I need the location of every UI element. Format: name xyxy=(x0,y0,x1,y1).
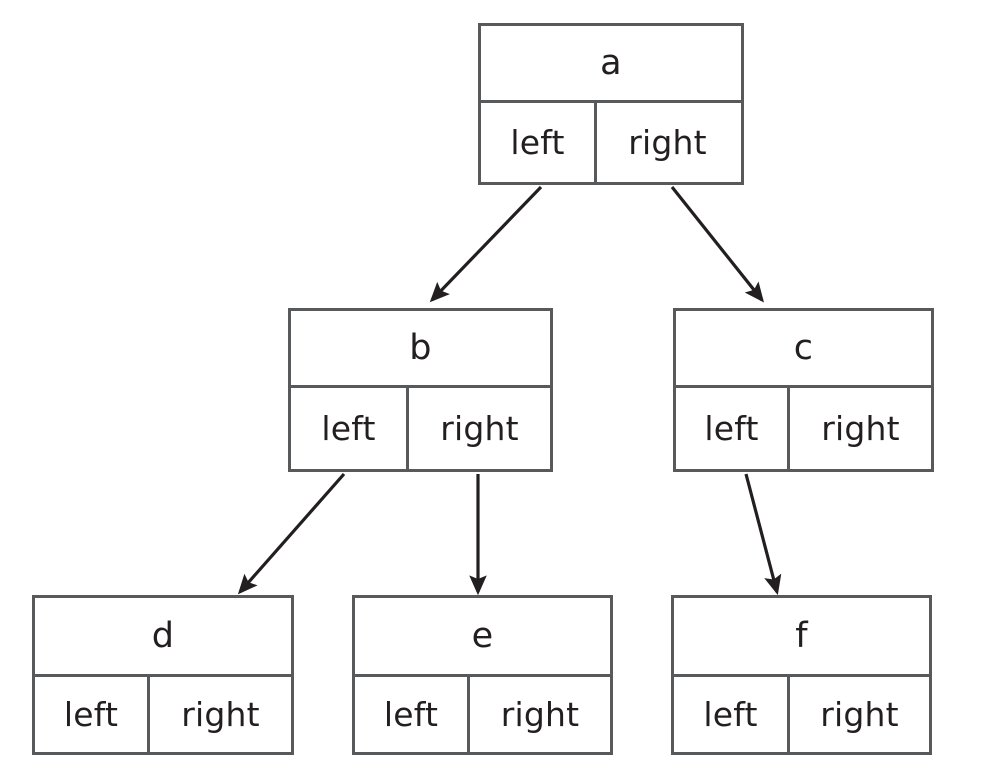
node-c-right-pointer[interactable]: right xyxy=(790,388,931,469)
node-b-label-row: b xyxy=(291,311,550,388)
node-b-pointer-row: left right xyxy=(291,388,550,469)
tree-node-c[interactable]: c left right xyxy=(673,308,934,472)
node-a-right-label: right xyxy=(628,123,707,162)
node-e-right-label: right xyxy=(500,695,580,734)
node-f-left-label: left xyxy=(703,695,758,734)
node-e-left-pointer[interactable]: left xyxy=(355,677,470,752)
node-d-name: d xyxy=(151,615,175,656)
node-e-label-row: e xyxy=(355,598,610,677)
node-e-left-label: left xyxy=(383,695,439,734)
node-f-pointer-row: left right xyxy=(674,677,929,752)
node-d-right-label: right xyxy=(181,695,260,734)
node-e-pointer-row: left right xyxy=(355,677,610,752)
node-c-pointer-row: left right xyxy=(676,388,931,469)
edge-a-left-to-b xyxy=(429,185,543,303)
node-e-right-pointer[interactable]: right xyxy=(470,677,610,752)
node-b-left-pointer[interactable]: left xyxy=(291,388,409,469)
node-a-right-pointer[interactable]: right xyxy=(597,103,738,182)
node-b-right-label: right xyxy=(440,409,519,448)
node-b-left-label: left xyxy=(321,409,376,448)
edge-b-left-to-d xyxy=(237,472,346,595)
tree-node-d[interactable]: d left right xyxy=(32,595,294,755)
node-f-label-row: f xyxy=(674,598,929,677)
tree-node-f[interactable]: f left right xyxy=(671,595,932,755)
node-a-left-label: left xyxy=(510,123,565,162)
node-a-name: a xyxy=(600,42,622,83)
node-d-right-pointer[interactable]: right xyxy=(150,677,291,752)
tree-node-a[interactable]: a left right xyxy=(478,23,744,185)
node-f-left-pointer[interactable]: left xyxy=(674,677,790,752)
node-c-right-label: right xyxy=(821,409,900,448)
node-c-left-pointer[interactable]: left xyxy=(676,388,790,469)
edge-a-right-to-c xyxy=(670,186,764,303)
tree-node-b[interactable]: b left right xyxy=(288,308,553,472)
node-f-name: f xyxy=(795,615,808,656)
node-d-left-pointer[interactable]: left xyxy=(35,677,150,752)
tree-node-e[interactable]: e left right xyxy=(352,595,613,755)
node-d-left-label: left xyxy=(63,695,119,734)
edge-c-left-to-f xyxy=(744,473,782,596)
node-a-label-row: a xyxy=(481,26,741,103)
node-f-right-pointer[interactable]: right xyxy=(790,677,929,752)
node-b-right-pointer[interactable]: right xyxy=(409,388,550,469)
node-d-pointer-row: left right xyxy=(35,677,291,752)
node-f-right-label: right xyxy=(820,695,899,734)
node-d-label-row: d xyxy=(35,598,291,677)
node-e-name: e xyxy=(471,615,494,656)
node-b-name: b xyxy=(409,327,432,368)
node-a-left-pointer[interactable]: left xyxy=(481,103,597,182)
node-c-name: c xyxy=(793,327,814,368)
node-c-left-label: left xyxy=(704,409,759,448)
node-a-pointer-row: left right xyxy=(481,103,741,182)
node-c-label-row: c xyxy=(676,311,931,388)
